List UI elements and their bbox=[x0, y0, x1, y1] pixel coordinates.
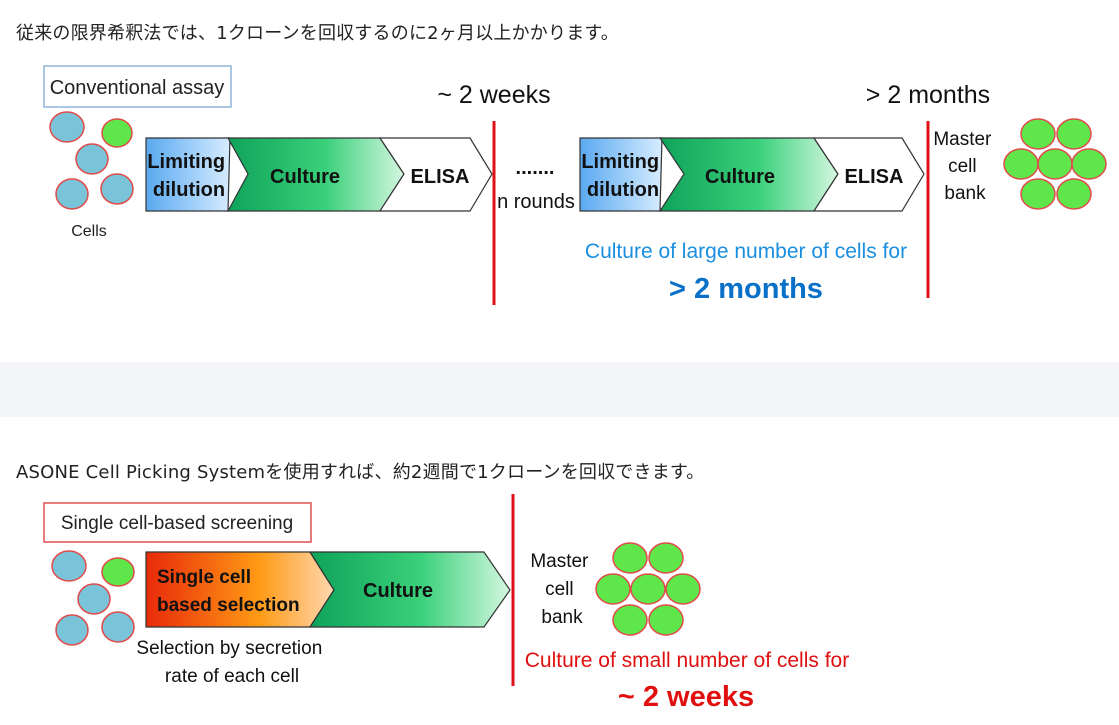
cell-circle-icon bbox=[665, 573, 701, 605]
cell-circle-icon bbox=[612, 604, 648, 636]
small-culture-note: Culture of small number of cells for bbox=[525, 649, 849, 672]
cells-label: Cells bbox=[71, 223, 107, 240]
cell-circle-icon bbox=[612, 542, 648, 574]
cell-circle-icon bbox=[75, 143, 109, 175]
section1-heading: 従来の限界希釈法では、1クローンを回収するのに2ヶ月以上かかります。 bbox=[16, 23, 620, 44]
cell-circle-icon bbox=[1020, 118, 1056, 150]
cell-circle-icon bbox=[648, 542, 684, 574]
cell-circle-icon bbox=[1071, 148, 1107, 180]
cell-circle-icon bbox=[1037, 148, 1073, 180]
cell-circle-icon bbox=[101, 557, 135, 587]
elisa-label: ELISA bbox=[845, 166, 904, 188]
small-culture-duration: ~ 2 weeks bbox=[618, 681, 754, 713]
process-chain-2 bbox=[145, 551, 511, 628]
single-cell-screening-box bbox=[43, 502, 312, 543]
separator-band bbox=[0, 362, 1119, 417]
limiting-dilution-label: Limiting dilution bbox=[581, 151, 664, 201]
culture-label: Culture bbox=[363, 580, 433, 602]
limiting-dilution-label: Limiting dilution bbox=[147, 151, 230, 201]
elisa-label: ELISA bbox=[411, 166, 470, 188]
cell-circle-icon bbox=[49, 111, 85, 143]
selection-caption: Selection by secretion rate of each cell bbox=[136, 638, 327, 687]
single-cell-selection-label: Single cell based selection bbox=[157, 567, 300, 616]
section2-heading: ASONE Cell Picking Systemを使用すれば、約2週間で1クロ… bbox=[16, 462, 705, 483]
cell-circle-icon bbox=[55, 614, 89, 646]
culture-label: Culture bbox=[705, 166, 775, 188]
master-cell-bank-label: Master cell bank bbox=[933, 129, 996, 204]
single-cell-screening-label: Single cell-based screening bbox=[61, 513, 293, 534]
process-chain-1b bbox=[579, 137, 925, 212]
cell-circle-icon bbox=[595, 573, 631, 605]
two-months-label: > 2 months bbox=[866, 81, 990, 109]
cell-circle-icon bbox=[1020, 178, 1056, 210]
process-chain-1 bbox=[145, 137, 493, 212]
conventional-assay-box bbox=[43, 65, 232, 108]
large-culture-duration: > 2 months bbox=[669, 273, 823, 305]
master-cell-cluster-2 bbox=[595, 542, 701, 636]
elisa-step bbox=[378, 137, 493, 212]
large-culture-note: Culture of large number of cells for bbox=[585, 240, 907, 263]
cell-circle-icon bbox=[77, 583, 111, 615]
master-cell-cluster bbox=[1003, 118, 1107, 210]
cell-circle-icon bbox=[630, 573, 666, 605]
cells-group bbox=[49, 111, 134, 210]
ellipsis-dots: ....... bbox=[516, 157, 555, 179]
two-weeks-label: ~ 2 weeks bbox=[437, 81, 550, 109]
culture-step bbox=[308, 551, 511, 628]
cells-group-2 bbox=[51, 550, 135, 646]
cell-circle-icon bbox=[1056, 118, 1092, 150]
conventional-assay-label: Conventional assay bbox=[50, 77, 225, 99]
cell-circle-icon bbox=[55, 178, 89, 210]
cell-circle-icon bbox=[101, 611, 135, 643]
elisa-step bbox=[812, 137, 925, 212]
culture-label: Culture bbox=[270, 166, 340, 188]
cell-circle-icon bbox=[101, 118, 133, 148]
cell-circle-icon bbox=[648, 604, 684, 636]
n-rounds-label: n rounds bbox=[497, 191, 575, 213]
master-cell-bank-label: Master cell bank bbox=[530, 551, 593, 628]
cell-circle-icon bbox=[1003, 148, 1039, 180]
cell-circle-icon bbox=[100, 173, 134, 205]
cell-circle-icon bbox=[51, 550, 87, 582]
cell-circle-icon bbox=[1056, 178, 1092, 210]
